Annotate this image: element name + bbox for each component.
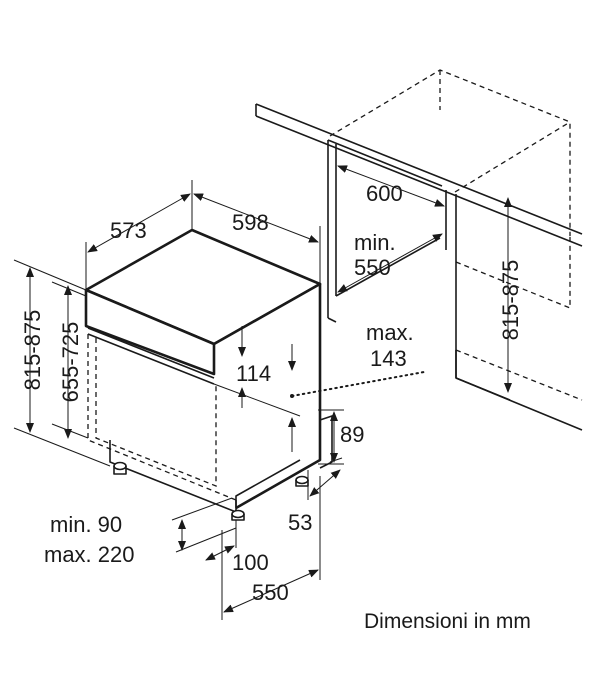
dishwasher-body (84, 228, 333, 521)
label-plinth-depth: 53 (288, 510, 312, 535)
label-plinth-height: 89 (340, 422, 364, 447)
label-plinth-max: max. 220 (44, 542, 135, 567)
label-panel-max: max. (366, 320, 414, 345)
label-cabinet-depth: 573 (110, 218, 147, 243)
label-niche-depth: min. 550 (354, 230, 402, 280)
label-niche-width: 600 (366, 181, 403, 206)
label-plinth-min: min. 90 (50, 512, 122, 537)
label-appliance-height-inner: 655-725 (58, 322, 83, 403)
dimension-lines (13, 165, 512, 620)
units-caption: Dimensioni in mm (364, 610, 531, 633)
label-appliance-height: 815-875 (20, 310, 45, 391)
label-foot-setback: 100 (232, 550, 269, 575)
label-niche-height: 815-875 (498, 260, 523, 341)
label-base-depth: 550 (252, 580, 289, 605)
label-panel-max-value: 143 (370, 346, 407, 371)
dimension-labels: 573 598 600 min. 550 815-875 815-875 655… (20, 181, 523, 605)
label-panel-offset: 114 (236, 361, 271, 386)
label-cabinet-width: 598 (232, 210, 269, 235)
